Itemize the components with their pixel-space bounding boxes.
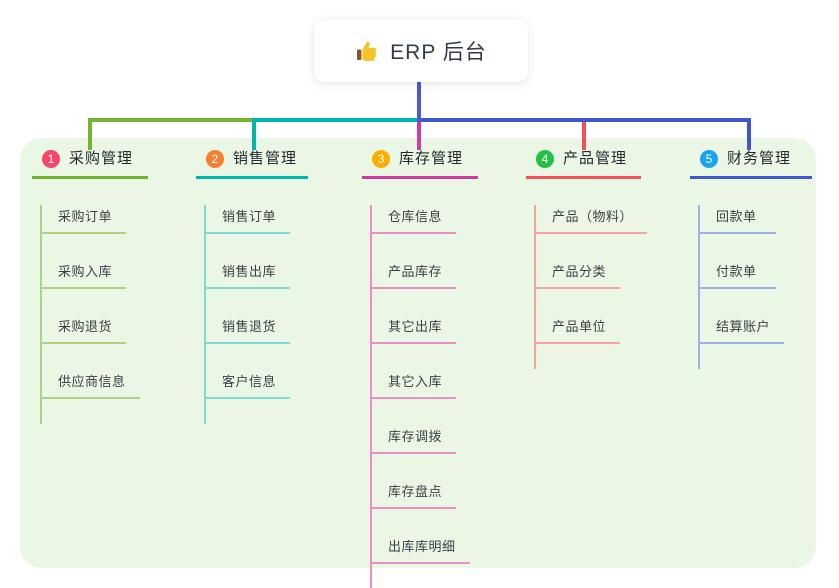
branch-title: 采购管理 [69,150,134,167]
branch-children: 仓库信息产品库存其它出库其它入库库存调拨库存盘点出库库明细 [370,205,478,588]
branch-header[interactable]: 2 销售管理 [196,148,308,179]
branch-children: 产品（物料） 产品分类产品单位 [534,205,648,369]
child-node[interactable]: 销售出库 [204,263,291,289]
child-node-label: 库存盘点 [388,484,443,499]
child-node-label: 仓库信息 [388,209,443,224]
branch-children: 回款单付款单结算账户 [698,205,812,369]
child-node[interactable]: 采购入库 [40,263,127,289]
branch-children: 销售订单销售出库销售退货客户信息 [204,205,308,424]
branch-3: 3 库存管理仓库信息产品库存其它出库其它入库库存调拨库存盘点出库库明细 [362,148,478,588]
root-title: ERP 后台 [390,41,487,64]
child-node[interactable]: 付款单 [698,263,776,289]
child-node-label: 供应商信息 [58,374,126,389]
thumbs-up-icon [355,39,379,63]
branch-index-badge: 2 [206,149,224,168]
branch-header[interactable]: 1 采购管理 [32,148,148,179]
branch-drop-line [252,118,256,150]
child-node-label: 结算账户 [716,319,771,334]
branch-index-badge: 1 [42,149,60,168]
child-node-label: 销售退货 [222,319,277,334]
child-node-label: 产品（物料） [552,209,634,224]
child-node-label: 采购入库 [58,264,113,279]
child-node[interactable]: 回款单 [698,208,776,234]
child-node-label: 客户信息 [222,374,277,389]
branch-2: 2 销售管理销售订单销售出库销售退货客户信息 [196,148,308,424]
child-node-label: 其它出库 [388,319,443,334]
branch-header[interactable]: 5 财务管理 [690,148,812,179]
child-node[interactable]: 客户信息 [204,373,291,399]
branch-connector-line [40,205,42,424]
bus-line-segment [88,118,252,122]
child-node[interactable]: 采购订单 [40,208,127,234]
child-node[interactable]: 库存盘点 [370,483,457,509]
child-node-label: 其它入库 [388,374,443,389]
child-node-label: 回款单 [716,209,757,224]
child-node-label: 销售出库 [222,264,277,279]
child-node[interactable]: 其它入库 [370,373,457,399]
child-node-label: 付款单 [716,264,757,279]
child-node[interactable]: 其它出库 [370,318,457,344]
branch-drop-line [582,118,586,150]
child-node[interactable]: 销售订单 [204,208,291,234]
child-node[interactable]: 结算账户 [698,318,785,344]
child-node[interactable]: 供应商信息 [40,373,140,399]
branch-1: 1 采购管理采购订单采购入库采购退货供应商信息 [32,148,148,424]
branch-title: 财务管理 [727,150,792,167]
child-node[interactable]: 产品单位 [534,318,621,344]
child-node[interactable]: 产品（物料） [534,208,648,234]
branch-5: 5 财务管理回款单付款单结算账户 [690,148,812,369]
bus-line-segment [252,118,421,122]
branch-4: 4 产品管理产品（物料） 产品分类产品单位 [526,148,648,369]
child-node[interactable]: 销售退货 [204,318,291,344]
child-node-label: 产品分类 [552,264,607,279]
branch-index-badge: 5 [700,149,718,168]
child-node[interactable]: 出库库明细 [370,538,470,564]
root-connector [417,82,421,122]
branch-connector-line [204,205,206,424]
child-node-label: 出库库明细 [388,539,456,554]
child-node-label: 采购退货 [58,319,113,334]
child-node-label: 采购订单 [58,209,113,224]
child-node[interactable]: 产品库存 [370,263,457,289]
branch-connector-line [370,205,372,588]
root-node[interactable]: ERP 后台 [314,20,528,82]
child-node[interactable]: 产品分类 [534,263,621,289]
branch-children: 采购订单采购入库采购退货供应商信息 [40,205,148,424]
branch-title: 库存管理 [399,150,464,167]
child-node-label: 产品单位 [552,319,607,334]
branch-drop-line [747,118,751,150]
branch-index-badge: 3 [372,149,390,168]
child-node-label: 销售订单 [222,209,277,224]
branches-panel [20,138,816,568]
child-node-label: 库存调拨 [388,429,443,444]
child-node[interactable]: 库存调拨 [370,428,457,454]
child-node-label: 产品库存 [388,264,443,279]
branch-title: 销售管理 [233,150,298,167]
branch-connector-line [698,205,700,369]
branch-drop-line [88,118,92,150]
child-node[interactable]: 采购退货 [40,318,127,344]
branch-title: 产品管理 [563,150,628,167]
branch-header[interactable]: 4 产品管理 [526,148,641,179]
branch-drop-line [417,118,421,150]
bus-line-segment [417,118,751,122]
branch-connector-line [534,205,536,369]
branch-header[interactable]: 3 库存管理 [362,148,478,179]
branch-index-badge: 4 [536,149,554,168]
child-node[interactable]: 仓库信息 [370,208,457,234]
